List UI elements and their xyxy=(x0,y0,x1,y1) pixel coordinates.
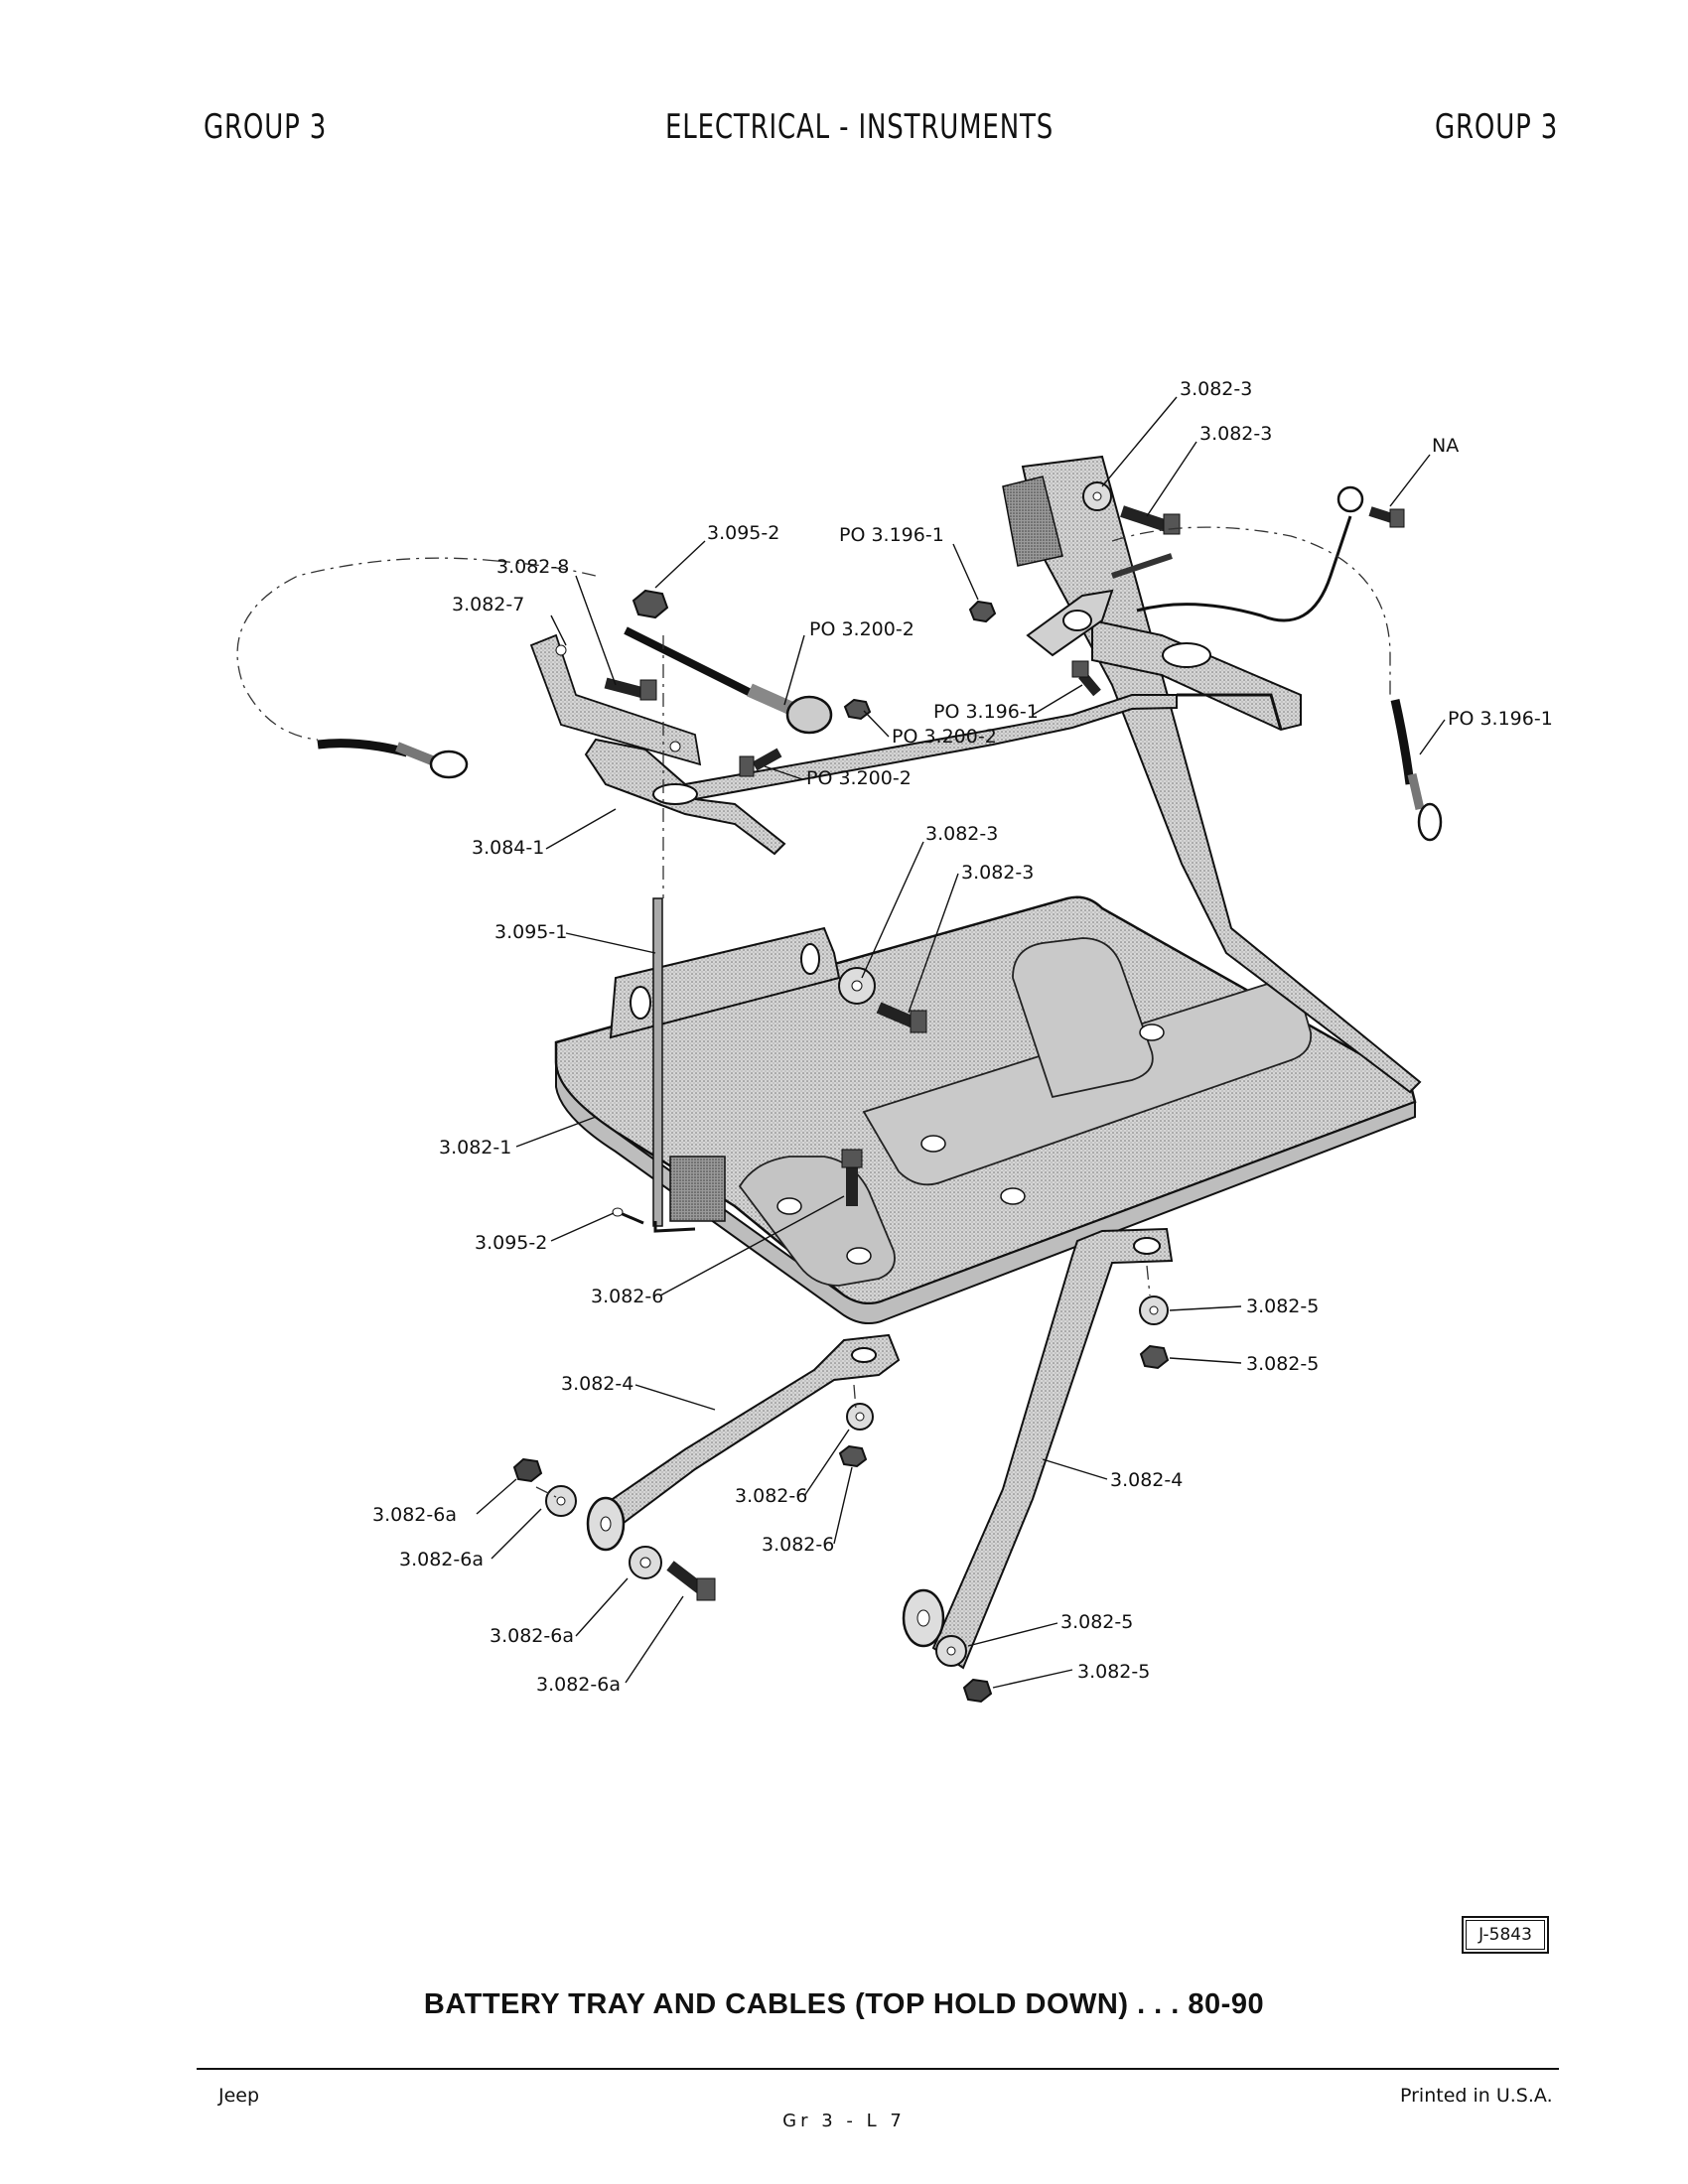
battery-tray xyxy=(554,895,1417,1325)
callout-3-082-6a-bolt: 3.082-6a xyxy=(536,1674,621,1696)
figure-caption: BATTERY TRAY AND CABLES (TOP HOLD DOWN) … xyxy=(423,1988,1265,2020)
callout-3-082-3-bolt-top: 3.082-3 xyxy=(1199,423,1272,445)
callout-labels: 3.082-3 3.082-3 NA 3.095-2 PO 3.196-1 3.… xyxy=(372,378,1553,1696)
callout-3-082-5-nut-lower: 3.082-5 xyxy=(1077,1661,1150,1683)
header-group-right: GROUP 3 xyxy=(1435,107,1559,147)
header-group-left: GROUP 3 xyxy=(204,107,328,147)
callout-3-082-6-nut: 3.082-6 xyxy=(762,1534,834,1556)
hold-down-rod xyxy=(652,897,696,1233)
callout-po-3-196-1-nut: PO 3.196-1 xyxy=(839,524,944,546)
mounting-bracket xyxy=(529,633,702,766)
callout-po-3-200-2-bolt: PO 3.200-2 xyxy=(806,767,912,789)
callout-3-084-1: 3.084-1 xyxy=(472,837,544,859)
footer-brand: Jeep xyxy=(218,2085,260,2107)
hold-down-frame xyxy=(584,618,1302,856)
callout-3-082-3-washer-top: 3.082-3 xyxy=(1180,378,1252,400)
callout-3-082-5-washer-lower: 3.082-5 xyxy=(1060,1611,1133,1633)
callout-3-082-1: 3.082-1 xyxy=(439,1137,511,1159)
assembly-lines xyxy=(236,526,1391,1498)
callout-3-082-5-washer-right: 3.082-5 xyxy=(1246,1296,1319,1317)
battery-cable-negative xyxy=(317,626,833,779)
callout-3-082-8: 3.082-8 xyxy=(496,556,569,578)
callout-3-082-3-washer-tray: 3.082-3 xyxy=(925,823,998,845)
callout-3-082-4-left: 3.082-4 xyxy=(561,1373,633,1395)
callout-3-082-6-bolt: 3.082-6 xyxy=(591,1286,663,1307)
callout-3-082-6-washer: 3.082-6 xyxy=(735,1485,807,1507)
callout-3-082-6a-washer-lower: 3.082-6a xyxy=(490,1625,574,1647)
callout-po-3-196-1-cable: PO 3.196-1 xyxy=(1448,708,1553,730)
battery-cable-positive xyxy=(1026,485,1443,842)
figure-id-box: J-5843 xyxy=(1462,1916,1549,1954)
header-section-title: ELECTRICAL - INSTRUMENTS xyxy=(665,107,1055,147)
callout-3-082-7: 3.082-7 xyxy=(452,594,524,615)
callout-po-3-200-2-clamp: PO 3.200-2 xyxy=(809,618,914,640)
footer-page-number: Gr 3 - L 7 xyxy=(782,2111,906,2131)
fasteners xyxy=(512,481,1405,1704)
callout-3-082-6a-washer: 3.082-6a xyxy=(399,1549,484,1570)
leader-lines xyxy=(476,396,1446,1689)
callout-3-095-1: 3.095-1 xyxy=(494,921,567,943)
callout-3-082-6a-nut: 3.082-6a xyxy=(372,1504,457,1526)
callout-3-082-3-bolt-tray: 3.082-3 xyxy=(961,862,1034,884)
callout-3-082-5-nut-right: 3.082-5 xyxy=(1246,1353,1319,1375)
callout-na: NA xyxy=(1432,435,1459,457)
callout-po-3-200-2-nut: PO 3.200-2 xyxy=(892,726,997,748)
callout-3-095-2-nut: 3.095-2 xyxy=(707,522,779,544)
callout-po-3-196-1-bolt: PO 3.196-1 xyxy=(933,701,1039,723)
callout-3-082-4-right: 3.082-4 xyxy=(1110,1469,1183,1491)
footer-printed: Printed in U.S.A. xyxy=(1400,2085,1553,2107)
footer-rule xyxy=(197,2068,1559,2070)
tray-straps xyxy=(586,1227,1174,1670)
callout-3-095-2-pin: 3.095-2 xyxy=(475,1232,547,1254)
